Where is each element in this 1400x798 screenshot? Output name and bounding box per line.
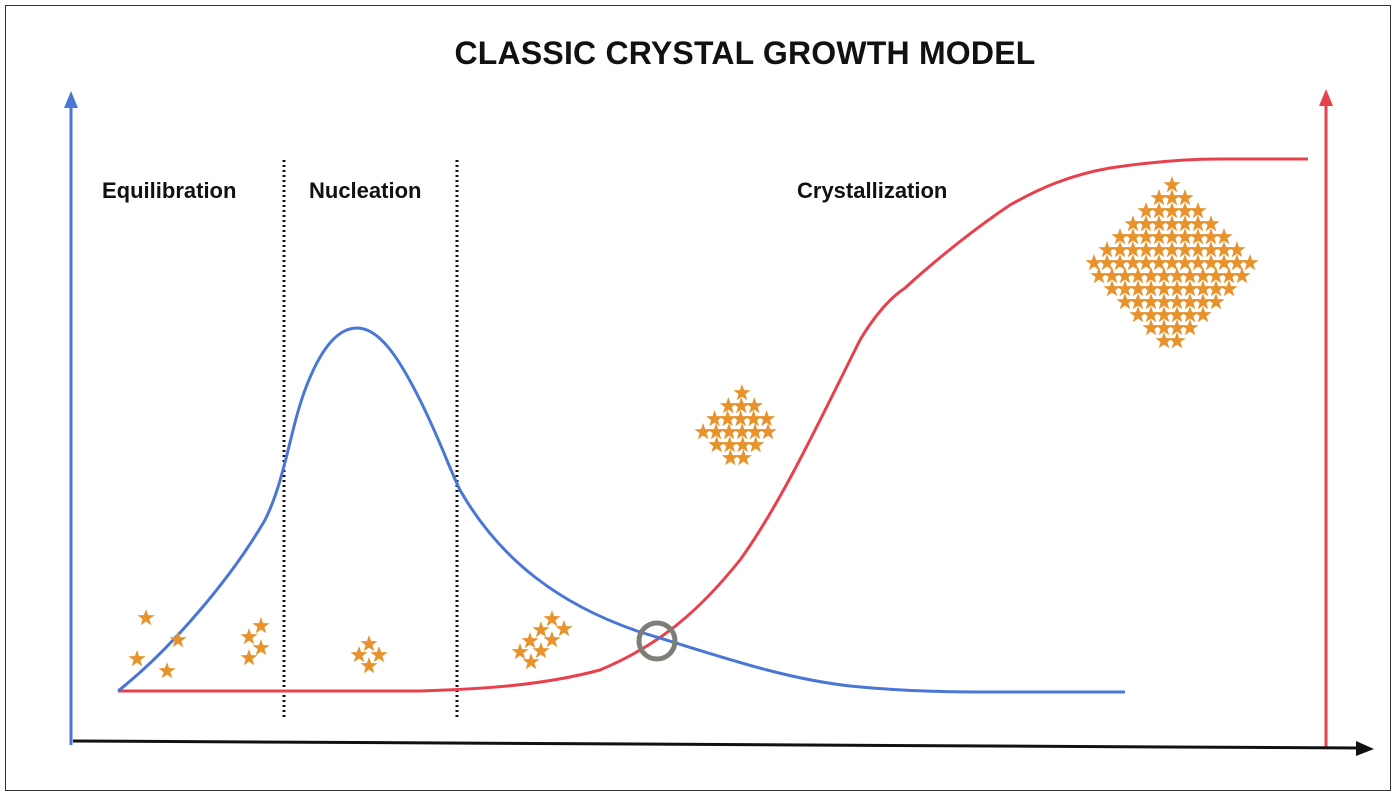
crystal-star	[719, 397, 737, 414]
crystal-star	[1103, 280, 1121, 297]
x-axis-arrow	[1356, 741, 1374, 756]
monomer-stars	[128, 609, 187, 679]
large-crystal	[1085, 176, 1259, 349]
crystal-star	[745, 410, 763, 427]
crystal-star	[694, 423, 712, 440]
crystal-star	[1168, 332, 1186, 349]
crystal-star	[1111, 254, 1129, 271]
crystal-star	[1181, 319, 1199, 336]
crystal-star	[1142, 319, 1160, 336]
crystal-star	[758, 410, 776, 427]
small-cluster-1	[240, 617, 270, 666]
crystal-star	[1241, 254, 1259, 271]
figure-frame	[5, 5, 1391, 791]
crystal-star	[747, 436, 765, 453]
diagram-title: CLASSIC CRYSTAL GROWTH MODEL	[454, 35, 1036, 71]
crystal-star	[1163, 254, 1181, 271]
crystal-star	[719, 410, 737, 427]
crystal-star	[1189, 254, 1207, 271]
crystal-star	[1176, 254, 1194, 271]
crystal-star	[734, 436, 752, 453]
phase-label-equilibration: Equilibration	[102, 178, 237, 203]
x-axis	[72, 739, 1361, 750]
crystal-star	[732, 397, 750, 414]
medium-crystal	[694, 384, 777, 466]
right-y-axis-arrow	[1319, 89, 1333, 106]
crystal-star	[734, 449, 752, 466]
crystal-star	[706, 410, 724, 427]
crystal-star	[1194, 306, 1212, 323]
crystal-star	[1124, 254, 1142, 271]
crystal-star	[1098, 254, 1116, 271]
nucleus-cluster	[350, 635, 388, 674]
intersection-marker	[636, 620, 678, 662]
crystal-star	[1090, 267, 1108, 284]
crystal-star	[1116, 293, 1134, 310]
crystal-star	[1155, 332, 1173, 349]
phase-label-crystallization: Crystallization	[797, 178, 948, 203]
crystal-star	[708, 436, 726, 453]
crystal-star	[1129, 306, 1147, 323]
crystal-star	[1220, 280, 1238, 297]
left-y-axis-arrow	[64, 91, 78, 108]
crystal-star	[1150, 254, 1168, 271]
crystal-star	[1207, 293, 1225, 310]
growing-cluster	[511, 610, 573, 670]
supersaturation-curve	[117, 326, 1125, 694]
crystal-star	[745, 397, 763, 414]
crystal-star	[721, 436, 739, 453]
crystal-star	[1202, 254, 1220, 271]
crystal-star	[1215, 254, 1233, 271]
crystal-star	[1233, 267, 1251, 284]
phase-label-nucleation: Nucleation	[309, 178, 422, 203]
crystal-star	[1228, 254, 1246, 271]
crystal-star	[1085, 254, 1103, 271]
crystal-star	[733, 384, 751, 401]
crystal-star	[721, 449, 739, 466]
crystal-star	[732, 410, 750, 427]
crystal-growth-curve	[118, 157, 1308, 693]
crystal-star	[1137, 254, 1155, 271]
